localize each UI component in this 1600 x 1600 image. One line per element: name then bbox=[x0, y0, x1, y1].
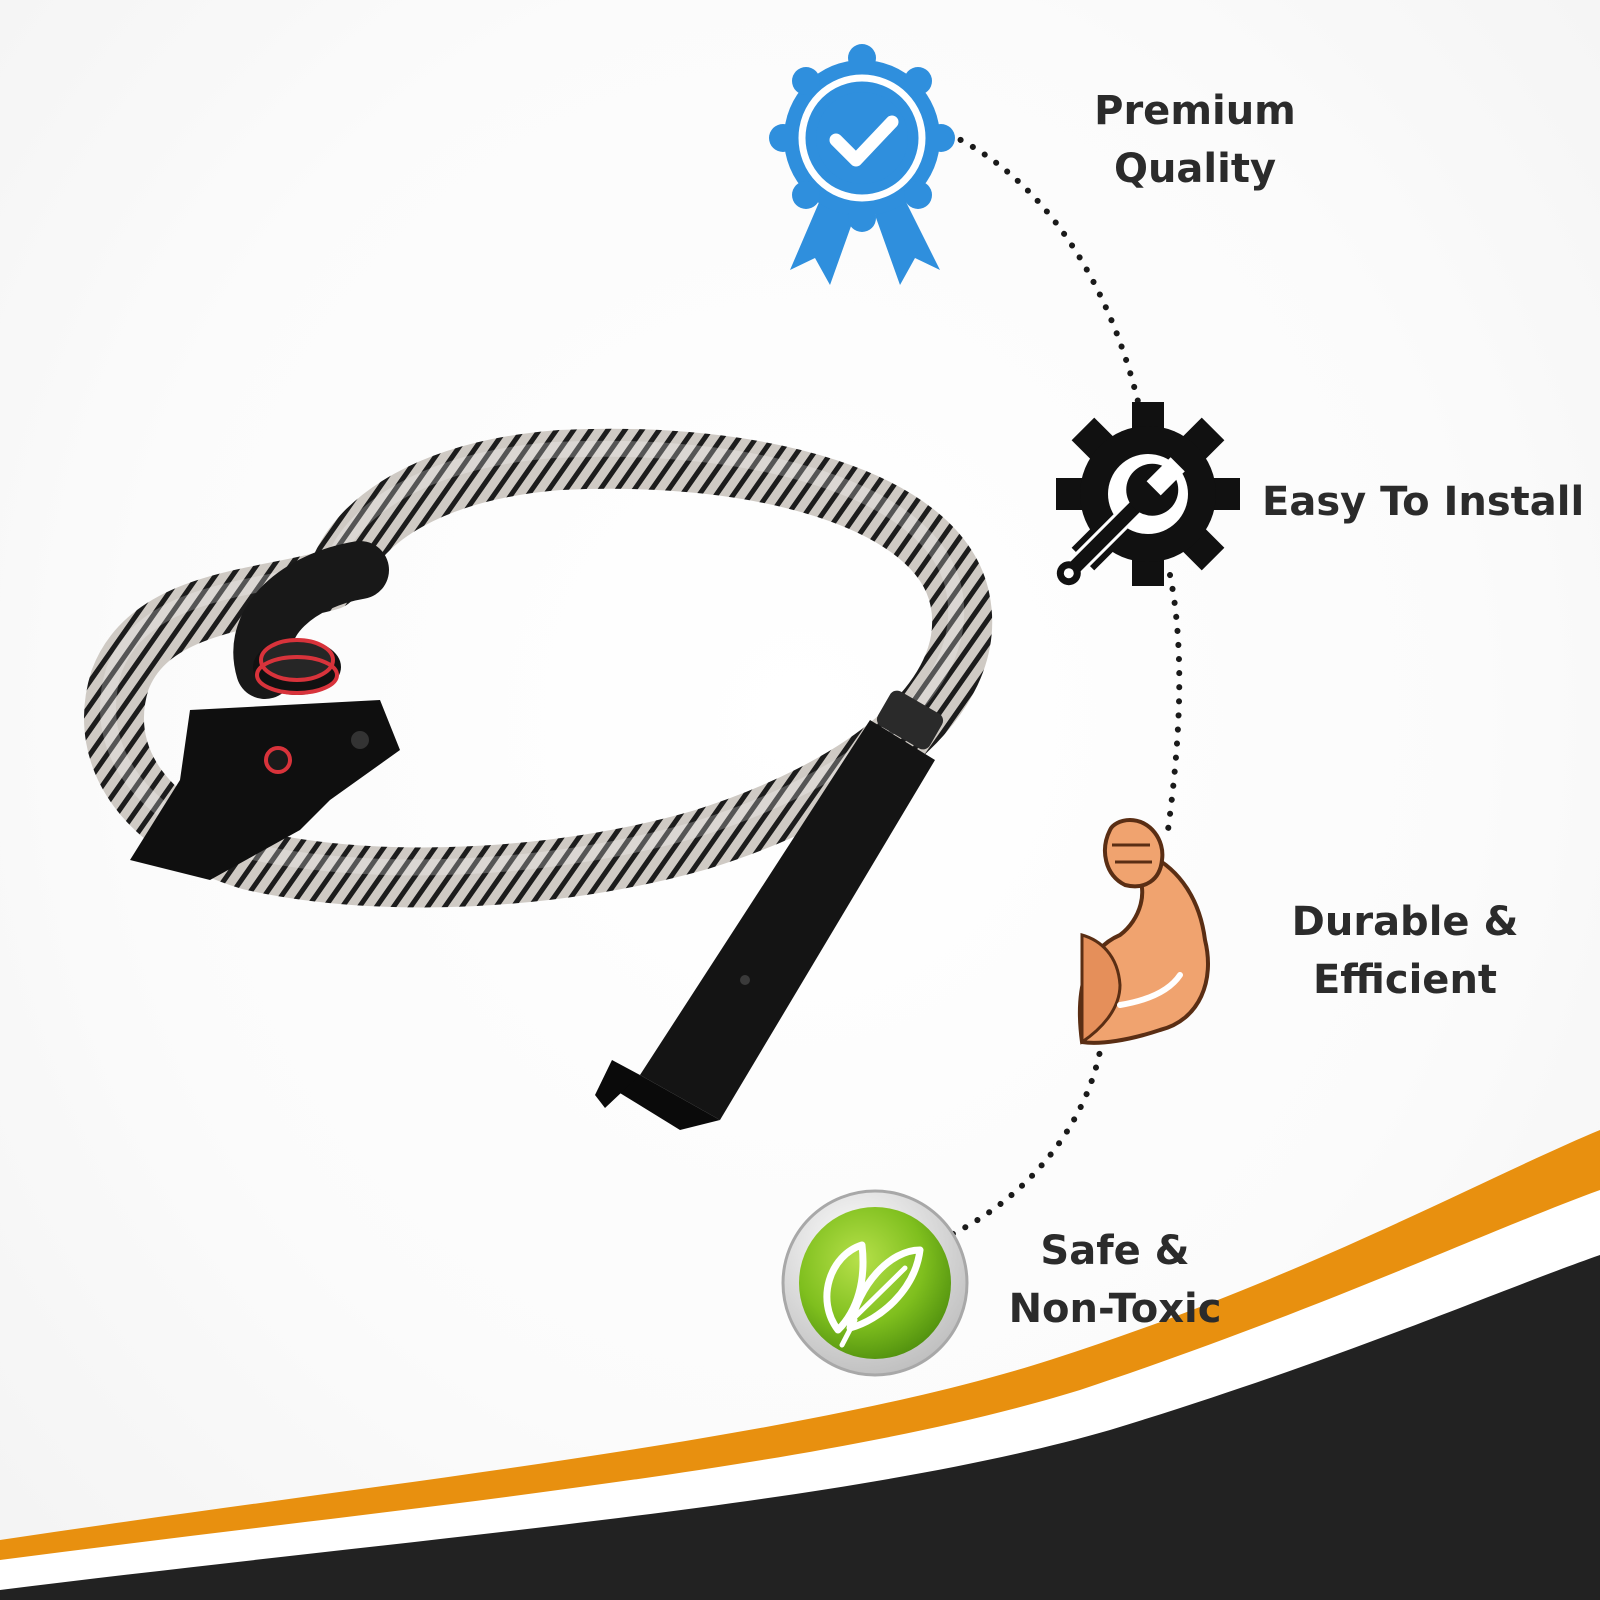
premium-quality-label: Premium Quality bbox=[1094, 88, 1296, 192]
safe-non-toxic-label: Safe & Non-Toxic bbox=[1008, 1228, 1222, 1332]
spray-handle bbox=[640, 720, 935, 1120]
base-plate bbox=[130, 700, 400, 880]
easy-install-label: Easy To Install bbox=[1262, 479, 1585, 525]
durable-efficient-label: Durable & Efficient bbox=[1291, 899, 1519, 1003]
dark-band bbox=[0, 1255, 1600, 1600]
hose-coil bbox=[84, 428, 992, 908]
